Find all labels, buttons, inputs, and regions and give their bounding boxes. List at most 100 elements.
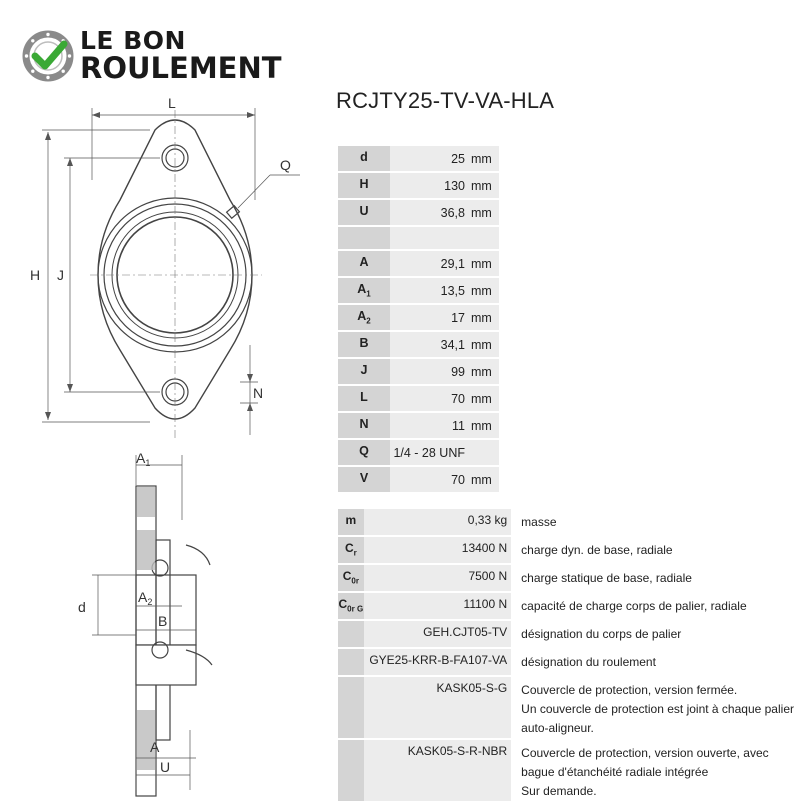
bearing-check-icon (22, 30, 74, 82)
property-description: Couvercle de protection, version fermée.… (511, 677, 800, 740)
property-description: désignation du roulement (511, 649, 800, 677)
dimension-value: 70 (390, 467, 471, 494)
dimension-symbol: N (338, 413, 390, 440)
property-symbol (338, 740, 364, 803)
dimension-symbol: A1 (338, 278, 390, 305)
dimension-unit: mm (471, 146, 499, 173)
property-description-line: Couvercle de protection, version fermée. (521, 683, 738, 697)
property-value: KASK05-S-G (363, 677, 512, 740)
label-B: B (158, 613, 167, 629)
brand-line2: ROULEMENT (80, 51, 282, 85)
property-description-line: auto-aligneur. (521, 721, 594, 735)
label-Q: Q (280, 157, 291, 173)
property-value: 0,33 kg (363, 509, 512, 537)
dimension-unit: mm (471, 278, 499, 305)
property-description-line: charge statique de base, radiale (521, 571, 692, 585)
property-description: désignation du corps de palier (511, 621, 800, 649)
property-symbol: m (338, 509, 364, 537)
dimension-symbol: L (338, 386, 390, 413)
dimension-unit: mm (471, 386, 499, 413)
label-J: J (57, 267, 64, 283)
property-description-line: désignation du corps de palier (521, 627, 682, 641)
label-U: U (160, 759, 170, 775)
brand-logo: LE BON ROULEMENT (22, 26, 302, 86)
label-A1: A1 (136, 450, 150, 468)
property-symbol: C0r G (338, 593, 364, 621)
property-row: KASK05-S-R-NBR Couvercle de protection, … (338, 740, 800, 803)
property-row: GEH.CJT05-TV désignation du corps de pal… (338, 621, 800, 649)
property-symbol (338, 677, 364, 740)
dimension-symbol: A2 (338, 305, 390, 332)
dimension-unit (471, 440, 499, 467)
property-description-line: masse (521, 515, 557, 529)
property-value: KASK05-S-R-NBR (363, 740, 512, 803)
property-value: 11100 N (363, 593, 512, 621)
dimension-value: 13,5 (390, 278, 471, 305)
product-title: RCJTY25-TV-VA-HLA (336, 88, 555, 113)
property-description-line: charge dyn. de base, radiale (521, 543, 673, 557)
dimension-unit: mm (471, 332, 499, 359)
property-description-line: bague d'étanchéité radiale intégrée (521, 765, 709, 779)
property-description-line: Sur demande. (521, 784, 597, 798)
dimension-unit: mm (471, 200, 499, 227)
property-description-line: désignation du roulement (521, 655, 656, 669)
dimension-row (338, 227, 499, 251)
property-row: KASK05-S-G Couvercle de protection, vers… (338, 677, 800, 740)
property-value: 13400 N (363, 537, 512, 565)
dimension-symbol: A (338, 251, 390, 278)
label-A: A (150, 739, 160, 755)
property-symbol: Cr (338, 537, 364, 565)
dimension-value: 130 (390, 173, 471, 200)
dimension-unit: mm (471, 359, 499, 386)
dimension-value: 34,1 (390, 332, 471, 359)
label-L: L (168, 95, 176, 111)
dimension-symbol: B (338, 332, 390, 359)
dimension-symbol: d (338, 146, 390, 173)
dimension-value: 29,1 (390, 251, 471, 278)
property-row: GYE25-KRR-B-FA107-VA désignation du roul… (338, 649, 800, 677)
dimension-symbol: V (338, 467, 390, 494)
property-description-line: capacité de charge corps de palier, radi… (521, 599, 747, 613)
dimension-symbol: H (338, 173, 390, 200)
label-A2: A2 (138, 589, 152, 607)
property-description: charge dyn. de base, radiale (511, 537, 800, 565)
property-description: Couvercle de protection, version ouverte… (511, 740, 800, 803)
property-symbol (338, 621, 364, 649)
dimension-value: 99 (390, 359, 471, 386)
dimension-unit: mm (471, 173, 499, 200)
dimension-value: 17 (390, 305, 471, 332)
label-H: H (30, 267, 40, 283)
dimension-symbol: J (338, 359, 390, 386)
property-symbol (338, 649, 364, 677)
dimension-value: 36,8 (390, 200, 471, 227)
label-d: d (78, 599, 86, 615)
property-description: charge statique de base, radiale (511, 565, 800, 593)
property-value: GYE25-KRR-B-FA107-VA (363, 649, 512, 677)
property-symbol: C0r (338, 565, 364, 593)
property-description: masse (511, 509, 800, 537)
dimension-symbol: U (338, 200, 390, 227)
dimension-unit: mm (471, 305, 499, 332)
property-description-line: Couvercle de protection, version ouverte… (521, 746, 769, 760)
property-description-line: Un couvercle de protection est joint à c… (521, 702, 794, 716)
dimension-value: 11 (390, 413, 471, 440)
property-description: capacité de charge corps de palier, radi… (511, 593, 800, 621)
dimension-value: 1/4 - 28 UNF (390, 440, 471, 467)
